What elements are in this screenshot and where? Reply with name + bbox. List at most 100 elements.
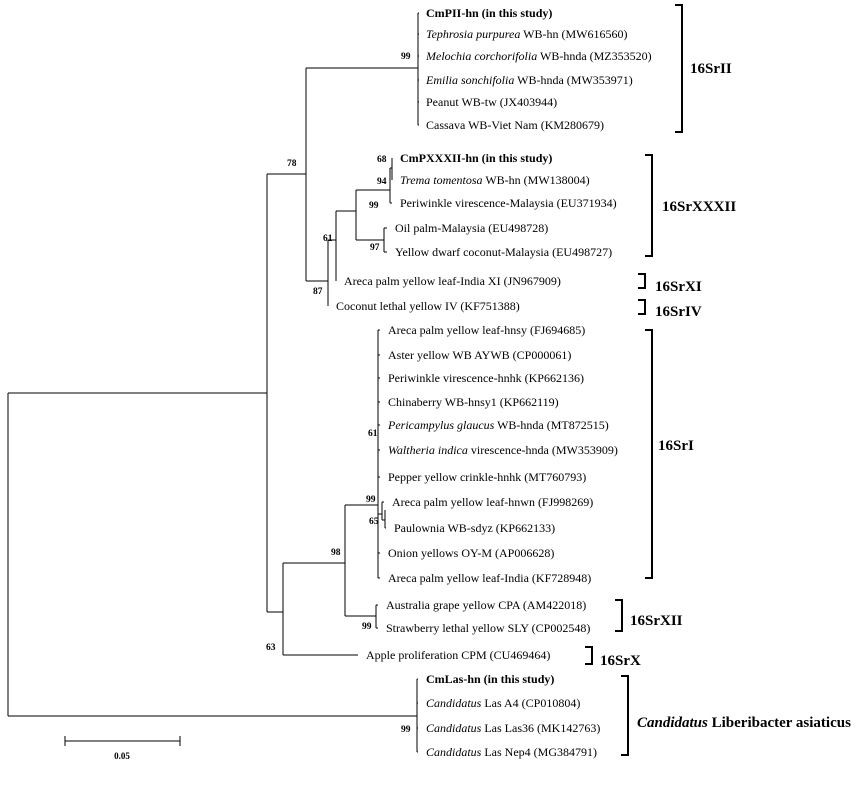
taxon-label-trema-part: WB-hn (MW138004) — [483, 173, 590, 187]
group-label-g16SrII: 16SrII — [690, 61, 732, 77]
taxon-label-waltheria: Waltheria indica virescence-hnda (MW3539… — [388, 443, 618, 457]
taxon-label-emilia-part: WB-hnda (MW353971) — [514, 73, 632, 87]
bracket-g16SrXII — [615, 599, 623, 632]
bracket-g16SrI — [645, 329, 653, 579]
taxon-label-las_las36-part: Las Las36 (MK142763) — [481, 721, 600, 735]
taxon-label-melochia-part: WB-hnda (MZ353520) — [537, 49, 651, 63]
group-label-g16SrXI-part: 16SrXI — [655, 279, 702, 295]
bootstrap-n68: 68 — [377, 155, 387, 165]
taxon-label-strawberry-part: Strawberry lethal yellow SLY (CP002548) — [386, 621, 590, 635]
taxon-label-las_nep4-part: Las Nep4 (MG384791) — [481, 745, 597, 759]
group-label-g16SrX-part: 16SrX — [600, 653, 641, 669]
taxon-label-melochia: Melochia corchorifolia WB-hnda (MZ353520… — [425, 49, 652, 63]
bootstrap-n63: 63 — [266, 643, 276, 653]
taxon-label-areca_hnsy: Areca palm yellow leaf-hnsy (FJ694685) — [388, 323, 585, 337]
taxon-labels: CmPII-hn (in this study) Tephrosia purpur… — [336, 6, 652, 759]
group-label-g16SrXII-part: 16SrXII — [630, 613, 683, 629]
taxon-label-melochia-part: Melochia corchorifolia — [425, 49, 537, 63]
taxon-label-apple-part: Apple proliferation CPM (CU469464) — [366, 648, 550, 662]
taxon-label-coconut_iv-part: Coconut lethal yellow IV (KF751388) — [336, 299, 520, 313]
taxon-label-oilpalm: Oil palm-Malaysia (EU498728) — [395, 221, 548, 235]
group-label-gLas: Candidatus Liberibacter asiaticus — [637, 715, 851, 731]
taxon-label-las_nep4: Candidatus Las Nep4 (MG384791) — [426, 745, 597, 759]
bootstrap-n61_upper: 61 — [323, 234, 333, 244]
group-label-g16SrIV: 16SrIV — [655, 304, 702, 320]
bracket-g16SrIV — [638, 299, 646, 315]
group-label-g16SrXXXII-part: 16SrXXXII — [662, 199, 736, 215]
taxon-label-tephrosia-part: WB-hn (MW616560) — [520, 27, 627, 41]
taxon-label-apple: Apple proliferation CPM (CU469464) — [366, 648, 550, 662]
taxon-label-trema-part: Trema tomentosa — [400, 173, 483, 187]
taxon-label-areca_xi-part: Areca palm yellow leaf-India XI (JN96790… — [344, 274, 561, 288]
group-label-gLas-part: Liberibacter asiaticus — [708, 715, 851, 731]
bracket-g16SrX — [585, 646, 593, 665]
taxon-label-periwinkle_hnhk-part: Periwinkle virescence-hnhk (KP662136) — [388, 371, 584, 385]
taxon-label-cmlas: CmLas-hn (in this study) — [426, 672, 554, 686]
taxon-label-emilia: Emilia sonchifolia WB-hnda (MW353971) — [425, 73, 633, 87]
bootstrap-n99_16SrI: 99 — [366, 495, 376, 505]
taxon-label-peanut: Peanut WB-tw (JX403944) — [426, 95, 557, 109]
taxon-label-areca_hnwn-part: Areca palm yellow leaf-hnwn (FJ998269) — [392, 495, 593, 509]
taxon-label-chinaberry-part: Chinaberry WB-hnsy1 (KP662119) — [388, 395, 559, 409]
taxon-label-australia: Australia grape yellow CPA (AM422018) — [386, 598, 586, 612]
taxon-label-cassava-part: Cassava WB-Viet Nam (KM280679) — [426, 118, 604, 132]
group-label-g16SrXXXII: 16SrXXXII — [662, 199, 736, 215]
taxon-label-yellowdwarf: Yellow dwarf coconut-Malaysia (EU498727) — [395, 245, 612, 259]
group-labels: 16SrII 16SrXXXII 16SrXI 16SrIV 16SrI 16SrXII 1… — [600, 61, 851, 731]
bootstrap-n61_16SrI: 61 — [368, 429, 378, 439]
taxon-label-periwinkle_my-part: Periwinkle virescence-Malaysia (EU371934… — [400, 196, 617, 210]
taxon-label-cmpii: CmPII-hn (in this study) — [426, 6, 552, 20]
taxon-label-cassava: Cassava WB-Viet Nam (KM280679) — [426, 118, 604, 132]
group-brackets — [585, 4, 683, 756]
taxon-label-pericampylus: Pericampylus glaucus WB-hnda (MT872515) — [387, 418, 609, 432]
group-label-gLas-part: Candidatus — [637, 715, 708, 731]
bootstrap-n78: 78 — [287, 159, 297, 169]
bracket-g16SrXI — [638, 273, 646, 289]
taxon-label-areca_india-part: Areca palm yellow leaf-India (KF728948) — [388, 571, 591, 585]
bracket-g16SrII — [675, 4, 683, 133]
group-label-g16SrX: 16SrX — [600, 653, 641, 669]
taxon-label-tephrosia: Tephrosia purpurea WB-hn (MW616560) — [426, 27, 627, 41]
taxon-label-trema: Trema tomentosa WB-hn (MW138004) — [400, 173, 590, 187]
taxon-label-areca_hnwn: Areca palm yellow leaf-hnwn (FJ998269) — [392, 495, 593, 509]
taxon-label-cmpxxxii: CmPXXXII-hn (in this study) — [400, 151, 552, 165]
taxon-label-pepper-part: Pepper yellow crinkle-hnhk (MT760793) — [388, 470, 586, 484]
tree-branches — [7, 12, 419, 753]
group-label-g16SrII-part: 16SrII — [690, 61, 732, 77]
group-label-g16SrXI: 16SrXI — [655, 279, 702, 295]
taxon-label-tephrosia-part: Tephrosia purpurea — [426, 27, 520, 41]
taxon-label-waltheria-part: virescence-hnda (MW353909) — [468, 443, 618, 457]
bootstrap-n99_las: 99 — [401, 725, 411, 735]
taxon-label-emilia-part: Emilia sonchifolia — [425, 73, 514, 87]
taxon-label-waltheria-part: Waltheria indica — [388, 443, 468, 457]
bootstrap-n99_xii: 99 — [362, 622, 372, 632]
taxon-label-australia-part: Australia grape yellow CPA (AM422018) — [386, 598, 586, 612]
taxon-label-las_a4: Candidatus Las A4 (CP010804) — [426, 696, 580, 710]
taxon-label-las_a4-part: Las A4 (CP010804) — [481, 696, 580, 710]
taxon-label-areca_xi: Areca palm yellow leaf-India XI (JN96790… — [344, 274, 561, 288]
taxon-label-areca_hnsy-part: Areca palm yellow leaf-hnsy (FJ694685) — [388, 323, 585, 337]
scale-bar: 0.05 — [64, 736, 181, 761]
taxon-label-pepper: Pepper yellow crinkle-hnhk (MT760793) — [388, 470, 586, 484]
taxon-label-cmpii-part: CmPII-hn (in this study) — [426, 6, 552, 20]
taxon-label-las_nep4-part: Candidatus — [426, 745, 482, 759]
group-label-g16SrIV-part: 16SrIV — [655, 304, 702, 320]
bootstrap-n98: 98 — [331, 548, 341, 558]
taxon-label-coconut_iv: Coconut lethal yellow IV (KF751388) — [336, 299, 520, 313]
taxon-label-oilpalm-part: Oil palm-Malaysia (EU498728) — [395, 221, 548, 235]
taxon-label-periwinkle_hnhk: Periwinkle virescence-hnhk (KP662136) — [388, 371, 584, 385]
bootstrap-n65: 65 — [369, 517, 379, 527]
taxon-label-peanut-part: Peanut WB-tw (JX403944) — [426, 95, 557, 109]
taxon-label-periwinkle_my: Periwinkle virescence-Malaysia (EU371934… — [400, 196, 617, 210]
group-label-g16SrXII: 16SrXII — [630, 613, 683, 629]
taxon-label-las_las36: Candidatus Las Las36 (MK142763) — [426, 721, 600, 735]
bootstrap-n87: 87 — [313, 287, 323, 297]
group-label-g16SrI: 16SrI — [658, 438, 694, 454]
taxon-label-yellowdwarf-part: Yellow dwarf coconut-Malaysia (EU498727) — [395, 245, 612, 259]
taxon-label-pericampylus-part: Pericampylus glaucus — [387, 418, 495, 432]
taxon-label-strawberry: Strawberry lethal yellow SLY (CP002548) — [386, 621, 590, 635]
taxon-label-areca_india: Areca palm yellow leaf-India (KF728948) — [388, 571, 591, 585]
bootstrap-n99_xxxii: 99 — [369, 201, 379, 211]
